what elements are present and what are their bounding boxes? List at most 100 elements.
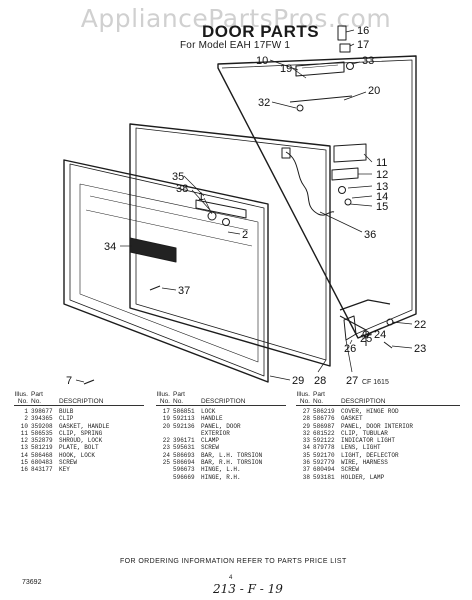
cell-description: CLAMP [201, 437, 220, 445]
cell-description: HINGE, L.H. [201, 466, 241, 474]
header-part: Part [173, 391, 185, 398]
cell-illus-no: 34 [302, 444, 310, 452]
cell-illus-no: 11 [20, 429, 28, 437]
header-no2: No. [173, 398, 184, 405]
lock-part [339, 43, 351, 53]
cell-description: HOOK, LOCK [59, 451, 96, 459]
cell-description: CLIP, SPRING [59, 429, 103, 437]
cell-description: LENS, LIGHT [341, 444, 381, 452]
cell-description: SCREW [201, 444, 220, 452]
cell-illus-no: 22 [162, 437, 170, 445]
callout-38: 38 [176, 183, 188, 195]
diagram-title: DOOR PARTS [202, 22, 320, 41]
cell-illus-no [156, 430, 173, 437]
cell-part-no: 394365 [31, 415, 53, 423]
callout-13: 13 [376, 181, 388, 193]
cell-part-no: 586219 [313, 408, 335, 415]
cell-illus-no: 33 [302, 437, 310, 445]
cell-description: SHROUD, LOCK [59, 437, 103, 445]
callout-11: 11 [376, 157, 387, 169]
cell-description: COVER, HINGE ROD [341, 408, 399, 415]
cell-illus-no: 36 [302, 459, 310, 467]
callout-7: 7 [66, 375, 72, 387]
cell-part-no: 592136 [173, 422, 195, 430]
door-handle [295, 61, 345, 77]
callout-29: 29 [292, 375, 304, 387]
callout-2: 2 [242, 229, 248, 241]
cell-part-no [173, 430, 201, 437]
header-part: Part [313, 391, 325, 398]
cell-illus-no: 13 [20, 444, 28, 452]
light-lens [129, 237, 177, 263]
cell-description: EXTERIOR [201, 429, 230, 437]
cell-illus-no: 14 [20, 451, 28, 459]
callout-33: 33 [362, 55, 374, 67]
cell-part-no: 592113 [173, 415, 195, 423]
cell-part-no: 586851 [173, 408, 195, 415]
cell-description: KEY [59, 466, 70, 474]
ordering-note: FOR ORDERING INFORMATION REFER TO PARTS … [120, 558, 347, 565]
cell-illus-no: 23 [162, 444, 170, 452]
exploded-door-diagram: 16 17 33 10 19 20 32 11 12 13 14 15 35 3… [63, 25, 426, 387]
header-no: No. [299, 398, 310, 405]
interior-door-panel [63, 159, 269, 383]
cell-part-no: 586987 [313, 422, 335, 430]
cell-part-no: 680494 [313, 466, 335, 474]
cell-part-no: 586776 [313, 415, 335, 423]
cell-description: BULB [59, 408, 74, 415]
callout-16: 16 [357, 25, 369, 37]
cell-illus-no: 24 [162, 451, 170, 459]
cell-description: LIGHT, DEFLECTOR [341, 451, 399, 459]
cell-part-no: 681522 [313, 429, 335, 437]
hinge-torsion-bar [339, 299, 391, 311]
cell-description: BAR, R.H. TORSION [201, 459, 263, 467]
cell-description: LOCK [201, 408, 216, 415]
cell-part-no: 596669 [173, 473, 195, 481]
cell-part-no: 359208 [31, 422, 53, 430]
lock-bolt-plate [331, 167, 359, 181]
cell-description: HINGE, R.H. [201, 473, 241, 481]
table-row: EXTERIOR [156, 430, 286, 437]
callout-36: 36 [364, 229, 376, 241]
cell-description: GASKET [341, 415, 363, 423]
cell-description: CLIP, TUBULAR [341, 429, 388, 437]
lamp-holder [195, 199, 247, 219]
cell-part-no: 586535 [31, 429, 53, 437]
cell-illus-no: 32 [302, 429, 310, 437]
cell-illus-no: 2 [24, 415, 28, 423]
handle-gasket [289, 95, 353, 103]
handwritten-note: 213 - F - 19 [213, 582, 283, 596]
cell-description: PANEL, DOOR [201, 422, 241, 430]
cell-description: PANEL, DOOR INTERIOR [341, 422, 414, 430]
cell-part-no: 596673 [173, 466, 195, 474]
header-no: No. [159, 398, 170, 405]
cell-illus-no: 28 [302, 415, 310, 423]
cell-illus-no: 38 [302, 473, 310, 481]
cell-description: GASKET, HANDLE [59, 422, 110, 430]
cell-part-no: 586468 [31, 451, 53, 459]
header-illus: Illus. [156, 391, 170, 398]
cell-illus-no: 29 [302, 422, 310, 430]
cell-illus-no: 19 [162, 415, 170, 423]
cell-description: PLATE, BOLT [59, 444, 99, 452]
cell-description: SCREW [59, 459, 78, 467]
cell-illus-no: 1 [24, 408, 28, 415]
table-row: 596673 HINGE, L.H. [156, 466, 286, 473]
header-description: DESCRIPTION [59, 398, 104, 405]
cell-illus-no: 35 [302, 451, 310, 459]
